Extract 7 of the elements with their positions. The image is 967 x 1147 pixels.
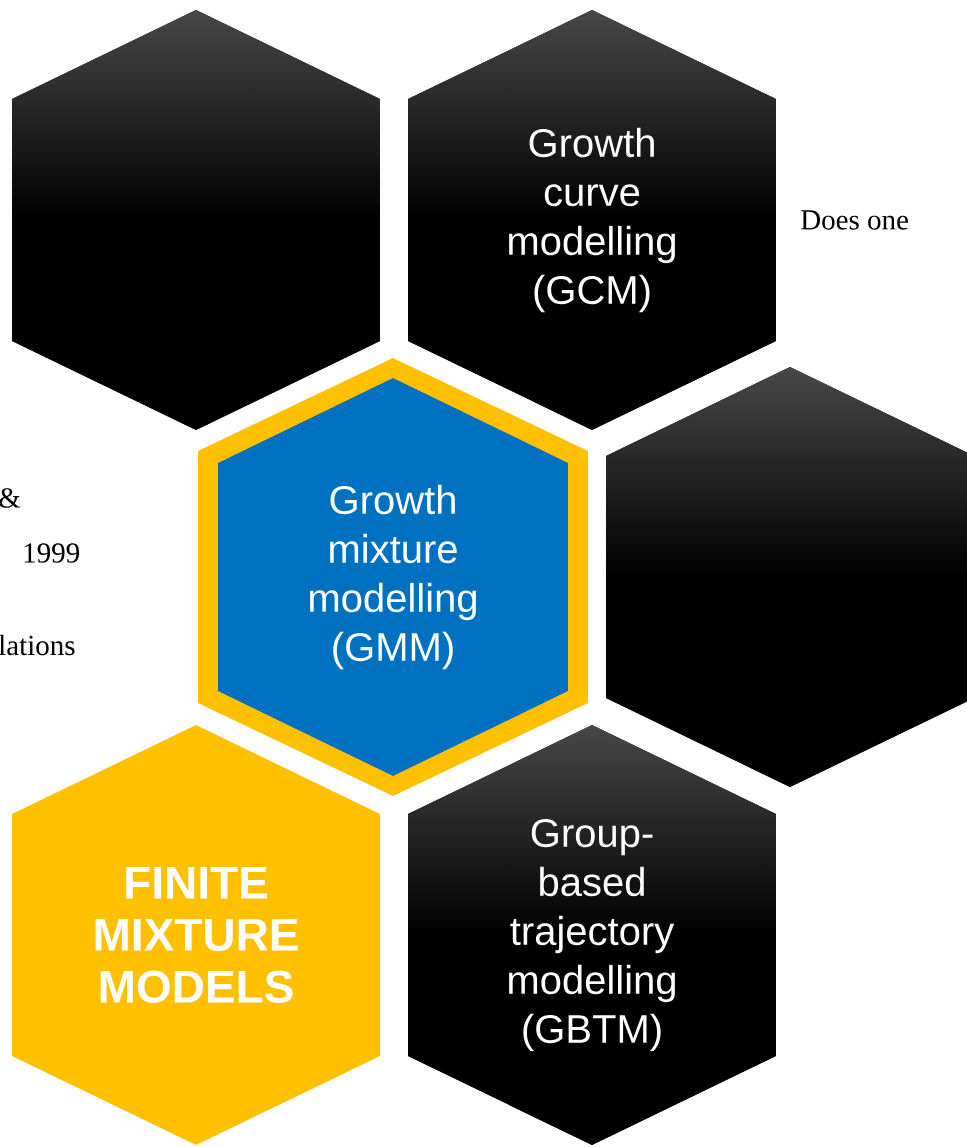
text-label: 1999 <box>24 543 79 563</box>
hexagon: Growth curve modelling (GCM) <box>408 10 776 430</box>
hexagon <box>12 10 380 430</box>
hexagon: Group-based trajectory modelling (GBTM) <box>408 725 776 1145</box>
text-label: & <box>0 488 21 508</box>
hexagon: Growth mixture modelling (GMM) <box>198 358 588 796</box>
hexagon: FINITE MIXTURE MODELS <box>12 725 380 1145</box>
